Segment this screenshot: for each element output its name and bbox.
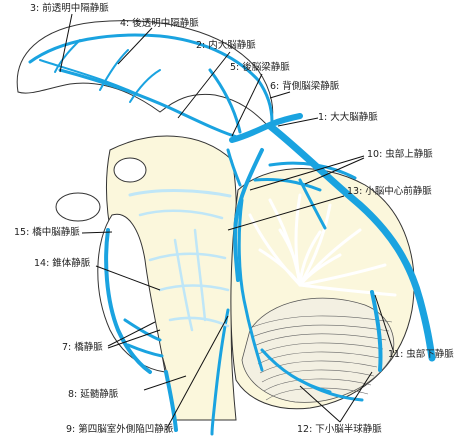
leader-14: [95, 265, 161, 291]
pituitary: [55, 192, 101, 222]
label-precentral-cerebellar-vein: 13: 小脳中心前静脈: [347, 186, 432, 197]
label-dorsal-callosal-vein: 6: 背側脳梁静脈: [270, 81, 340, 92]
label-inferior-hemispheric-vein: 12: 下小脳半球静脈: [297, 424, 382, 435]
vein-tentorial: [298, 178, 327, 230]
folium-line: [261, 369, 375, 383]
folium-line: [249, 315, 393, 329]
folium-line: [263, 378, 372, 392]
vein-collicular: [226, 148, 242, 187]
arbor-branch: [298, 230, 322, 287]
vein-pons-light: [148, 252, 227, 262]
folium-line: [255, 342, 384, 356]
label-inferior-vermian-vein: 11: 虫部下静脈: [388, 349, 454, 360]
arbor-branch: [258, 248, 302, 287]
label-pontine-vein: 7: 橋静脈: [62, 342, 103, 353]
vein-thalamic-light-2: [138, 209, 224, 220]
label-internal-cerebral-vein: 2: 内大脳静脈: [196, 40, 256, 51]
label-medullary-vein: 8: 延髄静脈: [68, 389, 119, 400]
vein-inferior-hemispheric-2: [260, 348, 332, 394]
leader-9: [165, 315, 229, 431]
vein-septal-c: [129, 69, 161, 103]
vein-lateral-recess: [210, 308, 230, 436]
vein-mid-light-2: [193, 228, 207, 322]
label-anterior-septal-vein: 3: 前透明中隔静脈: [30, 3, 109, 14]
arbor-vitae: [248, 193, 397, 297]
vein-thalamic-light: [128, 189, 232, 198]
label-posterior-septal-vein: 4: 後透明中隔静脈: [120, 18, 199, 29]
label-posterior-callosal-vein: 5: 後脳梁静脈: [230, 62, 290, 73]
leader-6: [269, 91, 291, 99]
vein-septal-a: [54, 39, 81, 73]
folium-line: [253, 333, 387, 347]
leader-10b: [304, 157, 365, 185]
leader-13: [227, 195, 345, 231]
vein-posterior-callosal: [208, 68, 242, 134]
arbor-branch: [298, 283, 397, 297]
arbor-branch: [298, 253, 342, 287]
vein-superior-vermian-2: [268, 161, 357, 180]
vein-precentral-cerebellar: [233, 148, 264, 282]
label-superior-vermian-vein: 10: 虫部上静脈: [367, 149, 433, 160]
leader-11: [374, 294, 395, 354]
vein-pontine-2: [126, 343, 164, 358]
vein-septal-b: [99, 49, 129, 91]
leader-12a: [299, 385, 341, 423]
vein-pontomesencephalic: [104, 228, 152, 374]
leader-2: [177, 51, 231, 119]
leader-3: [59, 13, 73, 73]
vein-layer: [28, 33, 436, 436]
arbor-branch: [298, 263, 387, 287]
leader-15: [81, 231, 113, 234]
arbor-branch: [298, 203, 332, 287]
vein-internal-cerebral: [58, 68, 242, 140]
tissue-layer: [16, 20, 415, 421]
vein-pons-light-2: [158, 284, 230, 292]
vein-medullary: [164, 370, 178, 432]
vein-internal-cerebral-2: [39, 59, 151, 101]
leader-1: [277, 117, 319, 127]
vein-mid-light: [173, 238, 194, 332]
leader-5: [231, 73, 263, 137]
vein-pontine: [123, 318, 162, 342]
leader-7b: [107, 329, 161, 349]
folium-line: [251, 324, 390, 338]
leader-4: [117, 27, 153, 65]
leader-8: [143, 375, 187, 391]
leader-7a: [107, 321, 156, 347]
vein-straight-sinus: [266, 122, 436, 362]
cerebellum-folia: [241, 297, 395, 403]
label-great-cerebral-vein: 1: 大大脳静脈: [318, 112, 378, 123]
folium-line: [259, 360, 378, 374]
leader-lines: [59, 13, 395, 431]
vein-inferior-vermian: [370, 290, 383, 372]
vein-superior-vermian: [253, 178, 322, 192]
leader-10a: [249, 155, 365, 191]
label-petrosal-vein: 14: 錐体静脈: [34, 258, 91, 269]
label-pontomesencephalic-vein: 15: 橋中脳静脈: [14, 227, 80, 238]
label-lateral-recess-vein: 9: 第四脳室外側陥凹静脈: [66, 424, 174, 435]
folia-lines: [249, 315, 393, 401]
mammillary: [113, 157, 147, 183]
leader-12b: [339, 371, 373, 423]
